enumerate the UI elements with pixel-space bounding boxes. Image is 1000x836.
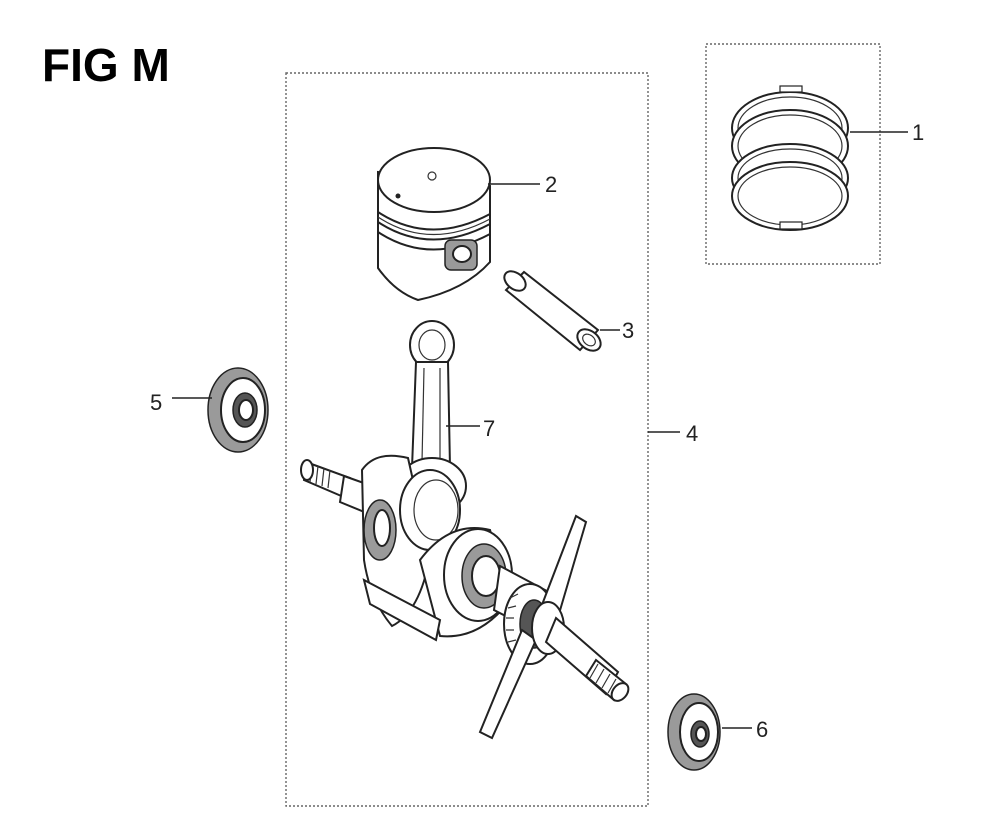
piston-ring-set[interactable] xyxy=(731,85,849,231)
callout-1: 1 xyxy=(912,120,924,145)
crankshaft[interactable] xyxy=(300,454,632,740)
piston-ring-set-box xyxy=(705,43,881,265)
callout-2: 2 xyxy=(545,172,557,197)
oil-seal-right[interactable] xyxy=(667,693,721,771)
piston[interactable] xyxy=(377,147,491,302)
figure-title: FIG M xyxy=(42,39,170,91)
callout-4: 4 xyxy=(686,421,698,446)
piston-pin[interactable] xyxy=(501,267,605,355)
callout-7: 7 xyxy=(483,416,495,441)
callout-6: 6 xyxy=(756,717,768,742)
oil-seal-left[interactable] xyxy=(207,367,269,453)
callout-5: 5 xyxy=(150,390,162,415)
crankshaft-assembly-group-box xyxy=(285,72,649,807)
callout-3: 3 xyxy=(622,318,634,343)
